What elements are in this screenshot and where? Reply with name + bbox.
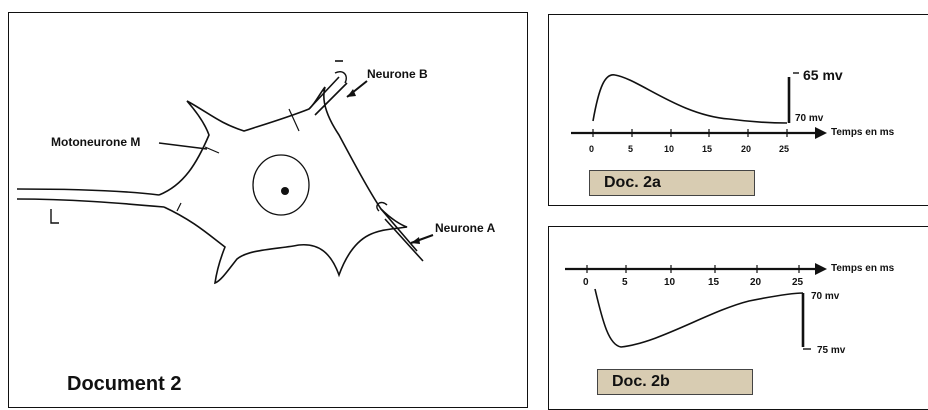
tick-label-5: 5 bbox=[628, 144, 634, 154]
nucleus bbox=[252, 154, 310, 216]
neuron-drawing bbox=[16, 60, 434, 285]
tick-label-25: 25 bbox=[779, 144, 790, 154]
neurone-a-label: Neurone A bbox=[435, 221, 496, 235]
tick-label-15: 15 bbox=[702, 144, 713, 154]
tick-label-0: 0 bbox=[583, 277, 589, 288]
graph-2a bbox=[571, 72, 827, 139]
doc-2a-caption: Doc. 2a bbox=[589, 170, 755, 196]
doc-2b-caption: Doc. 2b bbox=[597, 369, 753, 395]
tick-label-10: 10 bbox=[664, 277, 676, 288]
doc-2a-panel: 0 5 10 15 20 25 65 mv 70 mv Temps en ms … bbox=[548, 14, 928, 206]
tick-label-15: 15 bbox=[708, 277, 720, 288]
tick-label-0: 0 bbox=[589, 144, 595, 154]
x-axis-label: Temps en ms bbox=[831, 263, 895, 274]
tick-label-10: 10 bbox=[664, 144, 675, 154]
tick-label-20: 20 bbox=[750, 277, 762, 288]
epsp-curve bbox=[592, 74, 788, 124]
scale-bottom-label: 70 mv bbox=[795, 113, 824, 124]
doc-2b-panel: 0 5 10 15 20 25 70 mv 75 mv Temps en ms … bbox=[548, 226, 928, 410]
scale-bottom-label: 75 mv bbox=[817, 345, 846, 356]
graph-2b bbox=[565, 263, 827, 350]
neurone-b-label: Neurone B bbox=[367, 67, 428, 81]
document-title: Document 2 bbox=[67, 373, 182, 395]
ipsp-curve bbox=[594, 288, 804, 348]
tick-label-20: 20 bbox=[741, 144, 752, 154]
document-2-panel: Motoneurone M Neurone B Neurone A Docume… bbox=[8, 12, 528, 408]
x-axis-label: Temps en ms bbox=[831, 127, 895, 138]
nucleolus bbox=[281, 187, 289, 195]
tick-label-5: 5 bbox=[622, 277, 628, 288]
scale-top-label: 70 mv bbox=[811, 291, 840, 302]
motoneurone-label: Motoneurone M bbox=[51, 135, 141, 149]
tick-label-25: 25 bbox=[792, 277, 804, 288]
scale-top-label: 65 mv bbox=[803, 67, 843, 83]
